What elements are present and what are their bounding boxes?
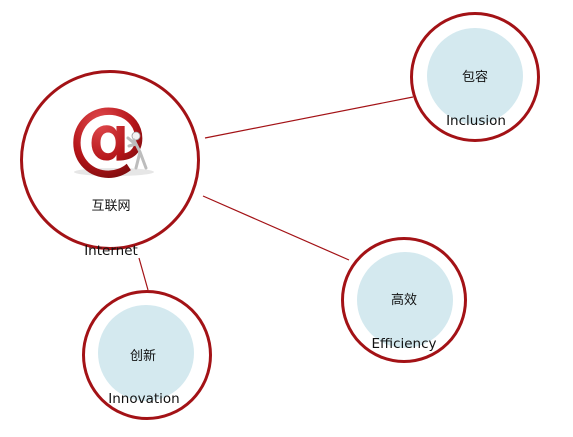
- at-sign-with-figure-icon: @: [68, 94, 154, 180]
- innovation-label-en: Innovation: [108, 391, 180, 407]
- inclusion-label-en: Inclusion: [446, 113, 506, 129]
- internet-label-en: Internet: [84, 243, 138, 259]
- internet-label-cn: 互联网: [91, 199, 131, 214]
- innovation-node-fill: [98, 305, 194, 401]
- inclusion-label-cn: 包容: [461, 70, 489, 85]
- efficiency-label-cn: 高效: [390, 293, 418, 308]
- inclusion-node-fill: [427, 28, 523, 124]
- connector-inclusion: [204, 96, 414, 139]
- innovation-label-cn: 创新: [129, 349, 157, 364]
- connector-innovation: [138, 257, 149, 291]
- efficiency-label-en: Efficiency: [371, 336, 437, 352]
- connector-efficiency: [202, 195, 350, 261]
- efficiency-node-fill: [357, 252, 453, 348]
- internet-node: [20, 70, 200, 250]
